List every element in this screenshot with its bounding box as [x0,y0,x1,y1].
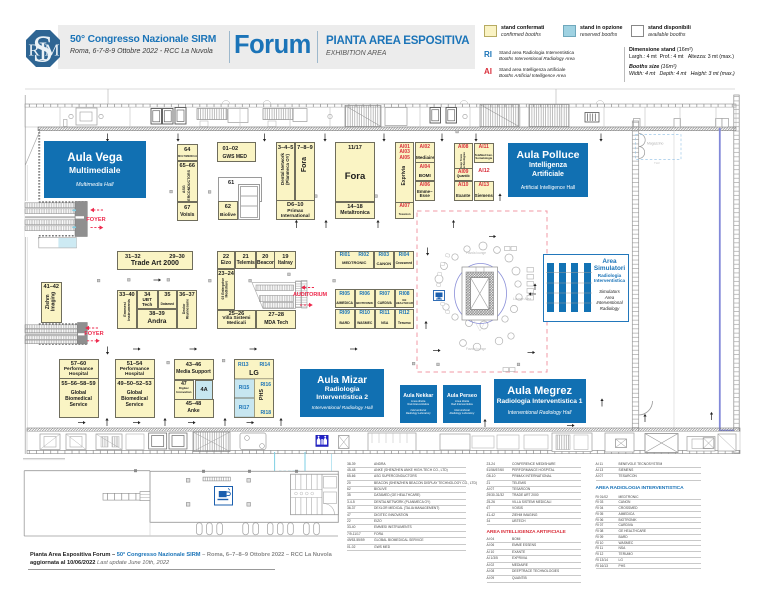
svg-text:M: M [44,41,59,60]
svg-text:S: S [32,30,53,67]
svg-text:Favola lounge: Favola lounge [466,251,486,255]
svg-text:R: R [28,41,40,60]
svg-text:Lounge Area: Lounge Area [513,297,531,301]
svg-text:Magazzino: Magazzino [647,142,664,146]
svg-text:TLR: TLR [654,161,661,165]
svg-text:Favola lounge: Favola lounge [466,347,486,351]
svg-text:I: I [39,37,48,66]
